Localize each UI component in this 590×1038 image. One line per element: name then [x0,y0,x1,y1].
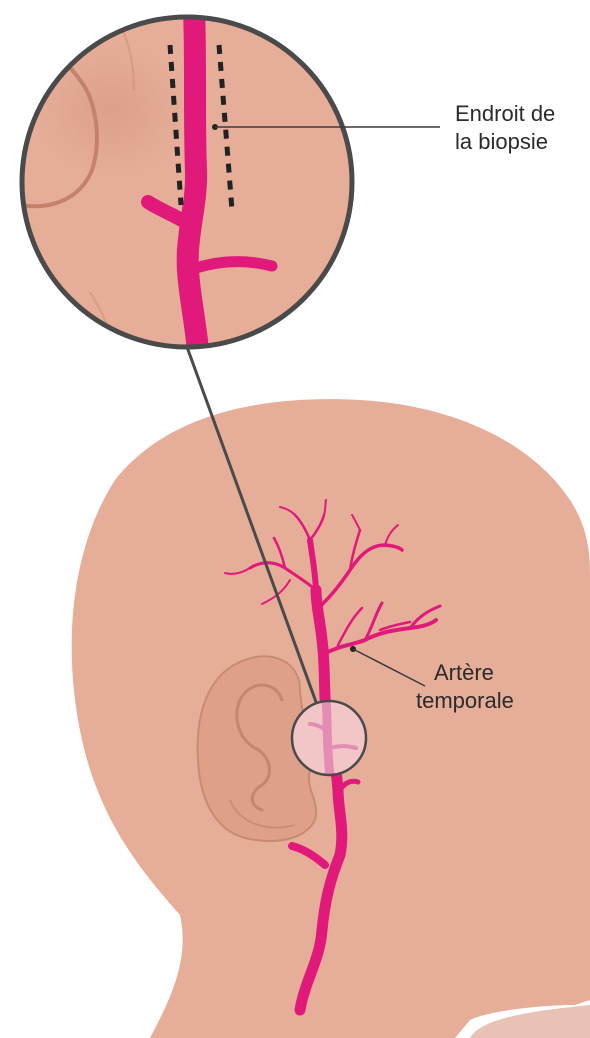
zoom-artery-trunk [188,10,198,350]
temporal-artery-label-line1: Artère [434,660,494,685]
magnified-view [20,10,352,350]
biopsy-site-label-line1: Endroit de [455,101,555,126]
zoom-artery-branch-right [196,262,272,268]
temporal-artery-label-line2: temporale [416,688,514,713]
zoom-target-circle [292,700,366,776]
biopsy-site-label-line2: la biopsie [455,129,548,154]
